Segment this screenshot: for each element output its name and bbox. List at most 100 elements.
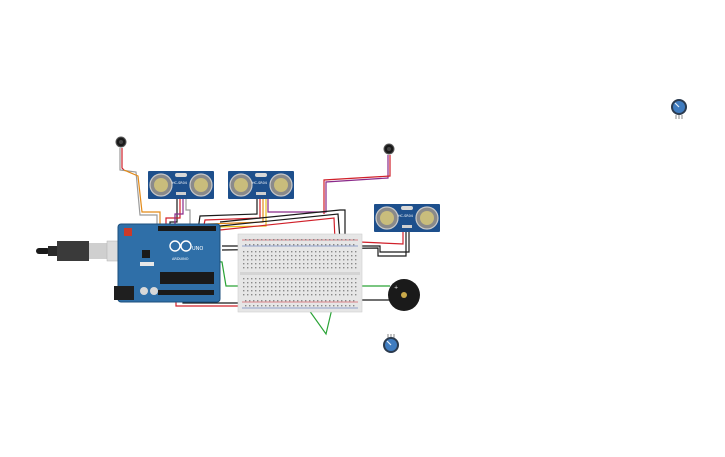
- breadboard-rail-hole[interactable]: [325, 244, 327, 246]
- breadboard-rail-hole[interactable]: [321, 300, 323, 302]
- breadboard-rail-hole[interactable]: [317, 305, 319, 307]
- breadboard-hole[interactable]: [351, 259, 353, 261]
- breadboard-hole[interactable]: [251, 290, 253, 292]
- breadboard-hole[interactable]: [263, 294, 265, 296]
- breadboard-hole[interactable]: [343, 278, 345, 280]
- breadboard-hole[interactable]: [311, 263, 313, 265]
- breadboard-rail-hole[interactable]: [281, 239, 283, 241]
- breadboard-hole[interactable]: [303, 278, 305, 280]
- breadboard-hole[interactable]: [323, 282, 325, 284]
- breadboard-rail-hole[interactable]: [333, 239, 335, 241]
- breadboard-hole[interactable]: [299, 282, 301, 284]
- breadboard-hole[interactable]: [311, 286, 313, 288]
- breadboard-rail-hole[interactable]: [325, 305, 327, 307]
- wire-top-red[interactable]: [219, 217, 336, 241]
- wire-motor1-red[interactable]: [121, 148, 125, 171]
- breadboard-hole[interactable]: [327, 278, 329, 280]
- breadboard-hole[interactable]: [275, 294, 277, 296]
- breadboard-rail-hole[interactable]: [353, 239, 355, 241]
- breadboard-hole[interactable]: [271, 259, 273, 261]
- breadboard-hole[interactable]: [255, 294, 257, 296]
- breadboard-hole[interactable]: [243, 263, 245, 265]
- breadboard-hole[interactable]: [303, 267, 305, 269]
- breadboard-rail-hole[interactable]: [345, 305, 347, 307]
- breadboard-hole[interactable]: [291, 278, 293, 280]
- breadboard-hole[interactable]: [315, 267, 317, 269]
- breadboard-rail-hole[interactable]: [345, 244, 347, 246]
- breadboard-rail-hole[interactable]: [317, 300, 319, 302]
- breadboard-hole[interactable]: [267, 267, 269, 269]
- breadboard-hole[interactable]: [355, 267, 357, 269]
- ultrasonic-sensor-3[interactable]: HC-SR04: [374, 204, 440, 232]
- breadboard-rail-hole[interactable]: [341, 244, 343, 246]
- breadboard-rail-hole[interactable]: [285, 244, 287, 246]
- breadboard-rail-hole[interactable]: [317, 239, 319, 241]
- breadboard-rail-hole[interactable]: [297, 305, 299, 307]
- breadboard-hole[interactable]: [283, 259, 285, 261]
- potentiometer-icon[interactable]: [671, 99, 687, 119]
- breadboard-rail-hole[interactable]: [281, 305, 283, 307]
- breadboard-rail-hole[interactable]: [253, 300, 255, 302]
- wire-motor1-gray[interactable]: [119, 148, 158, 230]
- breadboard-hole[interactable]: [315, 251, 317, 253]
- breadboard-hole[interactable]: [251, 259, 253, 261]
- breadboard-hole[interactable]: [251, 263, 253, 265]
- breadboard-hole[interactable]: [347, 286, 349, 288]
- breadboard-rail-hole[interactable]: [321, 239, 323, 241]
- breadboard-rail-hole[interactable]: [253, 239, 255, 241]
- breadboard-rail-hole[interactable]: [257, 300, 259, 302]
- breadboard-hole[interactable]: [247, 255, 249, 257]
- breadboard-hole[interactable]: [339, 263, 341, 265]
- breadboard-hole[interactable]: [275, 278, 277, 280]
- breadboard-rail-hole[interactable]: [349, 239, 351, 241]
- breadboard-hole[interactable]: [287, 286, 289, 288]
- breadboard-rail-hole[interactable]: [329, 305, 331, 307]
- breadboard-hole[interactable]: [259, 267, 261, 269]
- breadboard-hole[interactable]: [323, 255, 325, 257]
- breadboard-rail-hole[interactable]: [245, 305, 247, 307]
- breadboard-rail-hole[interactable]: [269, 300, 271, 302]
- breadboard-hole[interactable]: [307, 267, 309, 269]
- breadboard-hole[interactable]: [339, 278, 341, 280]
- breadboard-hole[interactable]: [243, 251, 245, 253]
- breadboard-hole[interactable]: [351, 282, 353, 284]
- breadboard-rail-hole[interactable]: [305, 305, 307, 307]
- breadboard-hole[interactable]: [291, 294, 293, 296]
- breadboard-hole[interactable]: [347, 251, 349, 253]
- arduino-uno-board[interactable]: UNO ARDUINO: [114, 223, 221, 303]
- breadboard-hole[interactable]: [315, 263, 317, 265]
- breadboard-rail-hole[interactable]: [249, 300, 251, 302]
- breadboard-rail-hole[interactable]: [329, 300, 331, 302]
- breadboard-hole[interactable]: [343, 255, 345, 257]
- breadboard-hole[interactable]: [295, 282, 297, 284]
- breadboard-hole[interactable]: [323, 290, 325, 292]
- breadboard-hole[interactable]: [283, 290, 285, 292]
- breadboard-hole[interactable]: [243, 255, 245, 257]
- breadboard-hole[interactable]: [291, 267, 293, 269]
- breadboard-hole[interactable]: [299, 263, 301, 265]
- breadboard-rail-hole[interactable]: [305, 244, 307, 246]
- breadboard-hole[interactable]: [339, 267, 341, 269]
- breadboard-hole[interactable]: [307, 286, 309, 288]
- breadboard-rail-hole[interactable]: [297, 244, 299, 246]
- breadboard-hole[interactable]: [335, 263, 337, 265]
- breadboard-rail-hole[interactable]: [281, 300, 283, 302]
- breadboard-hole[interactable]: [291, 255, 293, 257]
- breadboard-hole[interactable]: [315, 259, 317, 261]
- breadboard-hole[interactable]: [259, 286, 261, 288]
- breadboard-hole[interactable]: [243, 282, 245, 284]
- breadboard-hole[interactable]: [351, 267, 353, 269]
- breadboard-hole[interactable]: [295, 286, 297, 288]
- breadboard-hole[interactable]: [351, 255, 353, 257]
- breadboard-hole[interactable]: [319, 286, 321, 288]
- breadboard-hole[interactable]: [299, 290, 301, 292]
- breadboard-rail-hole[interactable]: [253, 244, 255, 246]
- breadboard-hole[interactable]: [355, 286, 357, 288]
- breadboard-rail-hole[interactable]: [273, 305, 275, 307]
- breadboard-rail-hole[interactable]: [257, 239, 259, 241]
- breadboard-hole[interactable]: [355, 255, 357, 257]
- breadboard-hole[interactable]: [259, 263, 261, 265]
- breadboard-hole[interactable]: [343, 286, 345, 288]
- breadboard-hole[interactable]: [263, 255, 265, 257]
